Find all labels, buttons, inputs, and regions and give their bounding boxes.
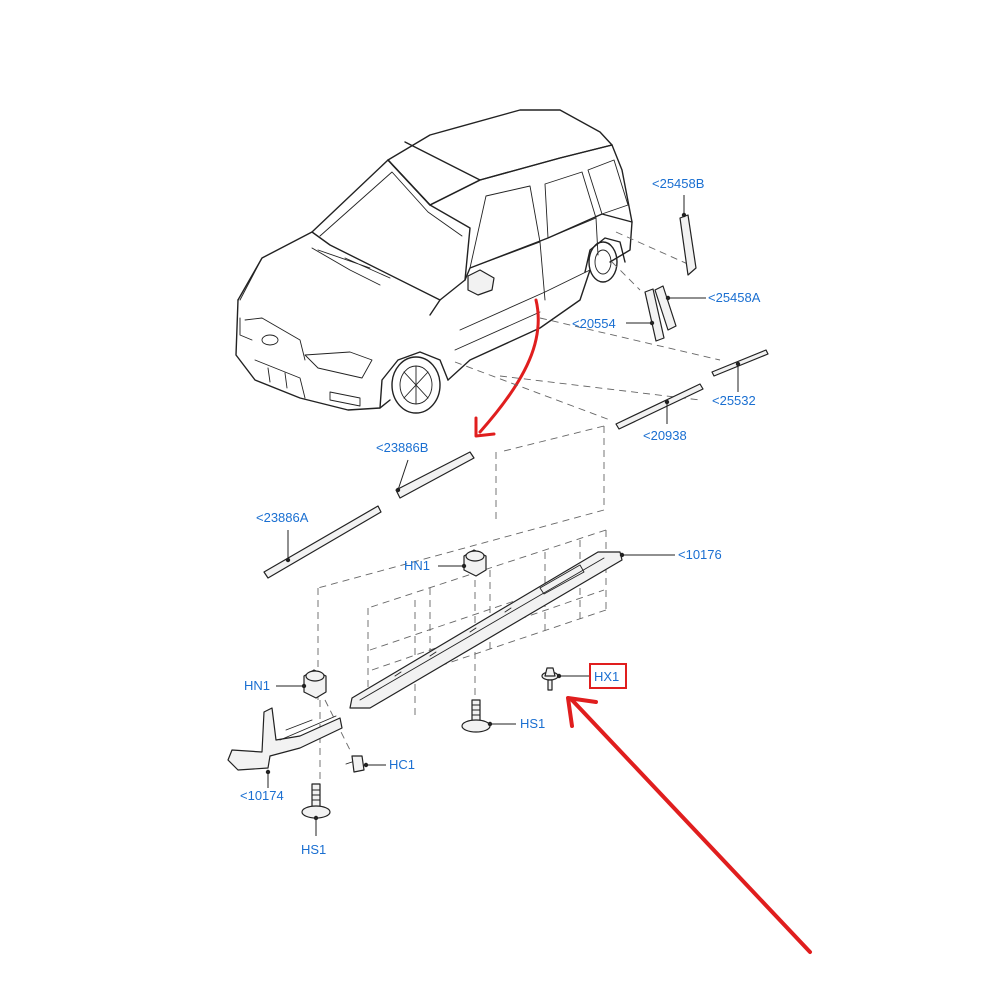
- part-hn1-left: [276, 669, 327, 699]
- part-23886B: [395, 451, 475, 499]
- label-25532: <25532: [712, 393, 756, 408]
- label-23886A: <23886A: [256, 510, 309, 525]
- label-hx1: HX1: [594, 669, 619, 684]
- part-20554: [626, 288, 665, 342]
- label-25458B: <25458B: [652, 176, 704, 191]
- label-hn1-top: HN1: [404, 558, 430, 573]
- part-23886A: [263, 505, 382, 579]
- label-hc1: HC1: [389, 757, 415, 772]
- label-hs1-right: HS1: [520, 716, 545, 731]
- callout-arrow-car: [474, 298, 540, 438]
- part-25458B: [679, 195, 697, 276]
- part-20938: [615, 383, 704, 430]
- label-23886B: <23886B: [376, 440, 428, 455]
- label-10174: <10174: [240, 788, 284, 803]
- label-hn1-left: HN1: [244, 678, 270, 693]
- callout-arrow-hx1: [566, 696, 812, 954]
- part-hs1-bottom: [301, 783, 331, 836]
- part-hs1-right: [461, 699, 516, 733]
- part-hc1: [345, 755, 386, 773]
- part-25532: [711, 349, 769, 392]
- label-hs1-bottom: HS1: [301, 842, 326, 857]
- label-20938: <20938: [643, 428, 687, 443]
- car-illustration: [235, 109, 633, 414]
- label-10176: <10176: [678, 547, 722, 562]
- part-hx1: [541, 667, 590, 691]
- part-10174: [227, 707, 343, 788]
- label-20554: <20554: [572, 316, 616, 331]
- hx1-highlight-box: [589, 663, 627, 689]
- part-hn1-top: [438, 549, 487, 577]
- label-25458A: <25458A: [708, 290, 761, 305]
- part-10176: [349, 551, 675, 709]
- part-25458A: [654, 285, 706, 331]
